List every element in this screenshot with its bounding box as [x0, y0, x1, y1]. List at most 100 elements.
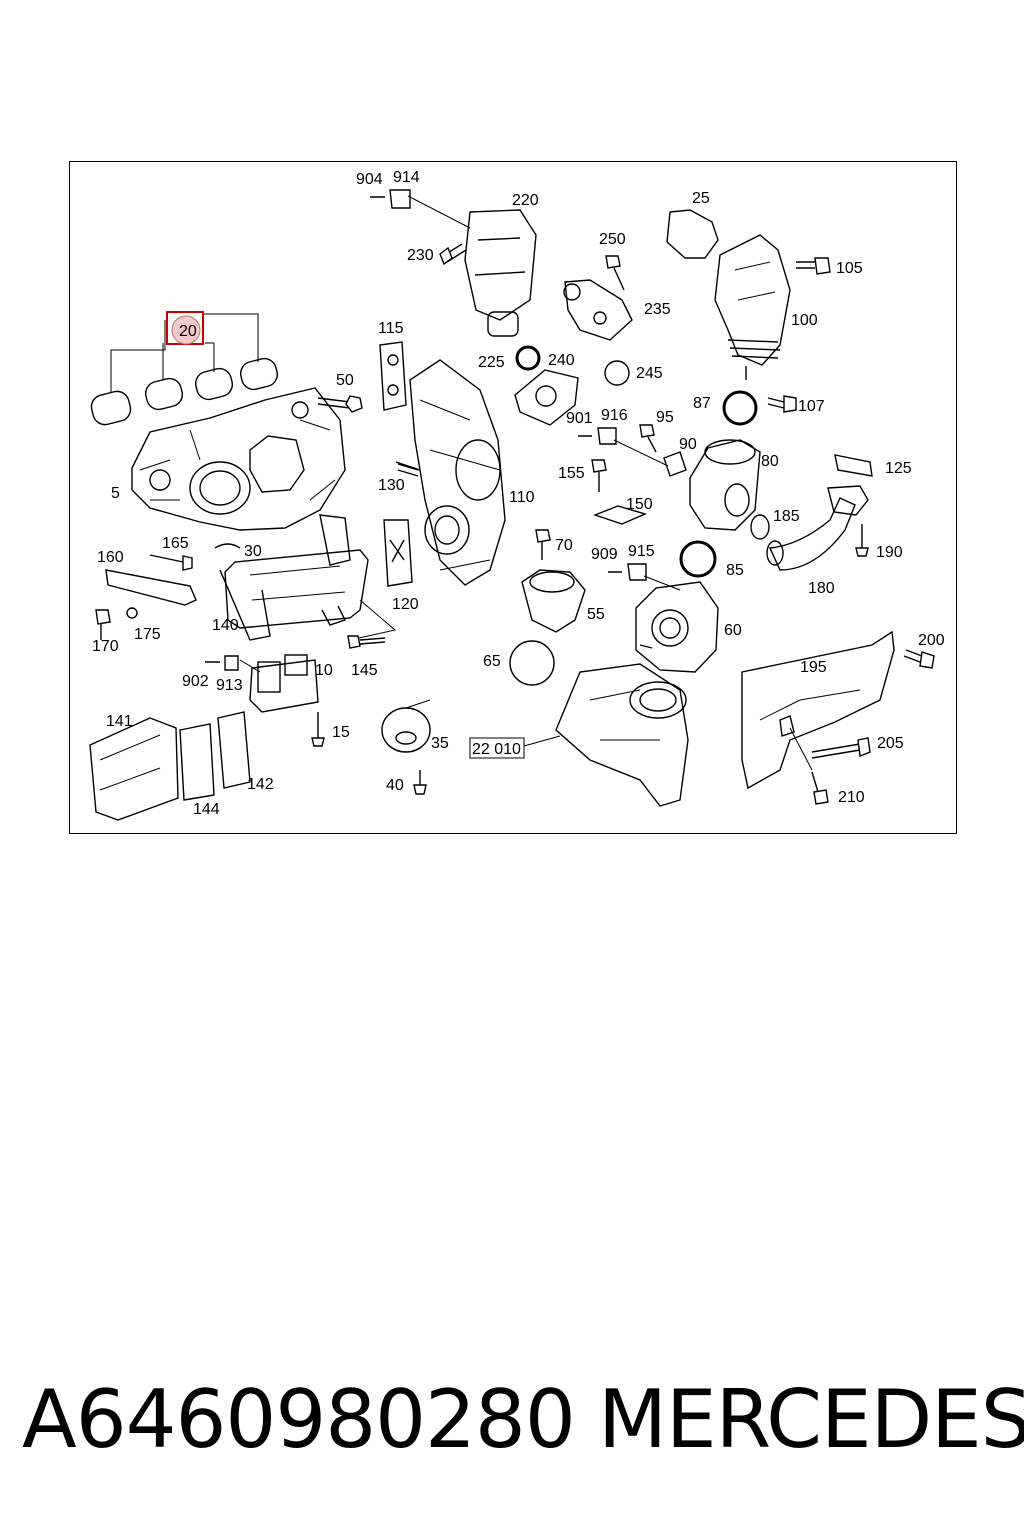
- label-250: 250: [599, 231, 626, 248]
- label-165: 165: [162, 535, 189, 552]
- label-130: 130: [378, 477, 405, 494]
- label-913: 913: [216, 677, 243, 694]
- sensor-909-915[interactable]: [608, 563, 681, 591]
- housing-55[interactable]: [521, 569, 586, 633]
- bolt-107[interactable]: [767, 395, 797, 413]
- label-235: 235: [644, 301, 671, 318]
- label-10: 10: [315, 662, 333, 679]
- sensor-904-914[interactable]: [370, 189, 471, 229]
- label-40: 40: [386, 777, 404, 794]
- egr-cooler-140[interactable]: [219, 514, 369, 641]
- bolt-190[interactable]: [855, 524, 869, 557]
- bolt-70[interactable]: [535, 529, 551, 560]
- label-50: 50: [336, 372, 354, 389]
- label-170: 170: [92, 638, 119, 655]
- label-144: 144: [193, 801, 220, 818]
- highlight-callout-20[interactable]: 20: [166, 311, 204, 345]
- label-195: 195: [800, 659, 827, 676]
- label-180: 180: [808, 580, 835, 597]
- bolt-130[interactable]: [395, 461, 421, 471]
- label-90: 90: [679, 436, 697, 453]
- part-labels: 904 914 220 25 230 250 105 235 100 115 2…: [92, 169, 945, 818]
- diagram-frame: [69, 161, 957, 834]
- gasket-144[interactable]: [179, 723, 215, 801]
- flange-240[interactable]: [514, 369, 579, 426]
- label-142: 142: [247, 776, 274, 793]
- heat-shield-141[interactable]: [89, 717, 179, 821]
- throttle-body-60[interactable]: [635, 581, 719, 673]
- label-115: 115: [378, 320, 404, 337]
- sensor-35[interactable]: [381, 699, 431, 795]
- bolt-210[interactable]: [789, 727, 829, 805]
- bolt-155[interactable]: [591, 459, 607, 492]
- label-125: 125: [885, 460, 912, 477]
- heat-shield-22010[interactable]: [523, 663, 689, 807]
- label-15: 15: [332, 724, 350, 741]
- bolt-200[interactable]: [903, 649, 935, 669]
- o-ring-245[interactable]: [604, 360, 630, 386]
- bracket-235[interactable]: [563, 279, 633, 341]
- bolt-50[interactable]: [317, 395, 363, 413]
- label-5: 5: [111, 485, 120, 502]
- pipe-180[interactable]: [766, 485, 869, 571]
- label-141: 141: [106, 713, 133, 730]
- label-87: 87: [693, 395, 711, 412]
- egr-valve-10[interactable]: [205, 654, 319, 713]
- bracket-115[interactable]: [379, 341, 407, 411]
- label-902: 902: [182, 673, 209, 690]
- label-22010: 22 010: [472, 741, 521, 758]
- label-145: 145: [351, 662, 378, 679]
- o-ring-87[interactable]: [722, 390, 758, 426]
- bolt-145[interactable]: [347, 635, 386, 649]
- label-55: 55: [587, 606, 605, 623]
- clip-90[interactable]: [663, 451, 687, 477]
- o-ring-225[interactable]: [515, 345, 541, 371]
- housing-110[interactable]: [397, 359, 506, 586]
- label-901: 901: [566, 410, 593, 427]
- label-120: 120: [392, 596, 419, 613]
- label-190: 190: [876, 544, 903, 561]
- label-70: 70: [555, 537, 573, 554]
- bolt-205[interactable]: [811, 737, 871, 759]
- bolt-95[interactable]: [639, 424, 657, 453]
- bolt-250[interactable]: [605, 255, 625, 291]
- intake-manifold-5[interactable]: [131, 387, 346, 531]
- label-60: 60: [724, 622, 742, 639]
- label-909: 909: [591, 546, 618, 563]
- bolt-15[interactable]: [311, 712, 325, 747]
- plate-150[interactable]: [592, 505, 648, 525]
- gasket-142[interactable]: [217, 711, 251, 789]
- o-ring-85[interactable]: [679, 540, 717, 578]
- hose-30[interactable]: [214, 543, 241, 549]
- label-220: 220: [512, 192, 539, 209]
- label-904: 904: [356, 171, 383, 188]
- gasket-25[interactable]: [666, 209, 719, 259]
- label-210: 210: [838, 789, 865, 806]
- pipe-100[interactable]: [714, 234, 791, 380]
- bracket-160[interactable]: [95, 554, 197, 640]
- label-25: 25: [692, 190, 710, 207]
- label-107: 107: [798, 398, 825, 415]
- label-185: 185: [773, 508, 800, 525]
- gasket-185[interactable]: [750, 514, 770, 540]
- exploded-parts-diagram: 20: [89, 169, 945, 821]
- bolt-105[interactable]: [796, 257, 831, 275]
- label-205: 205: [877, 735, 904, 752]
- label-20: 20: [179, 323, 197, 340]
- label-175: 175: [134, 626, 161, 643]
- gasket-set-20[interactable]: [89, 313, 280, 427]
- label-915: 915: [628, 543, 655, 560]
- label-65: 65: [483, 653, 501, 670]
- bracket-195[interactable]: [741, 630, 895, 790]
- label-230: 230: [407, 247, 434, 264]
- gasket-120[interactable]: [349, 519, 413, 641]
- label-110: 110: [509, 489, 535, 506]
- brand-name: MERCEDES: [598, 1373, 1024, 1466]
- label-240: 240: [548, 352, 575, 369]
- label-160: 160: [97, 549, 124, 566]
- valve-80[interactable]: [689, 439, 761, 531]
- actuator-220[interactable]: [439, 209, 537, 337]
- o-ring-65[interactable]: [509, 640, 555, 686]
- sensor-901-916[interactable]: [578, 427, 669, 467]
- gasket-125[interactable]: [834, 454, 873, 477]
